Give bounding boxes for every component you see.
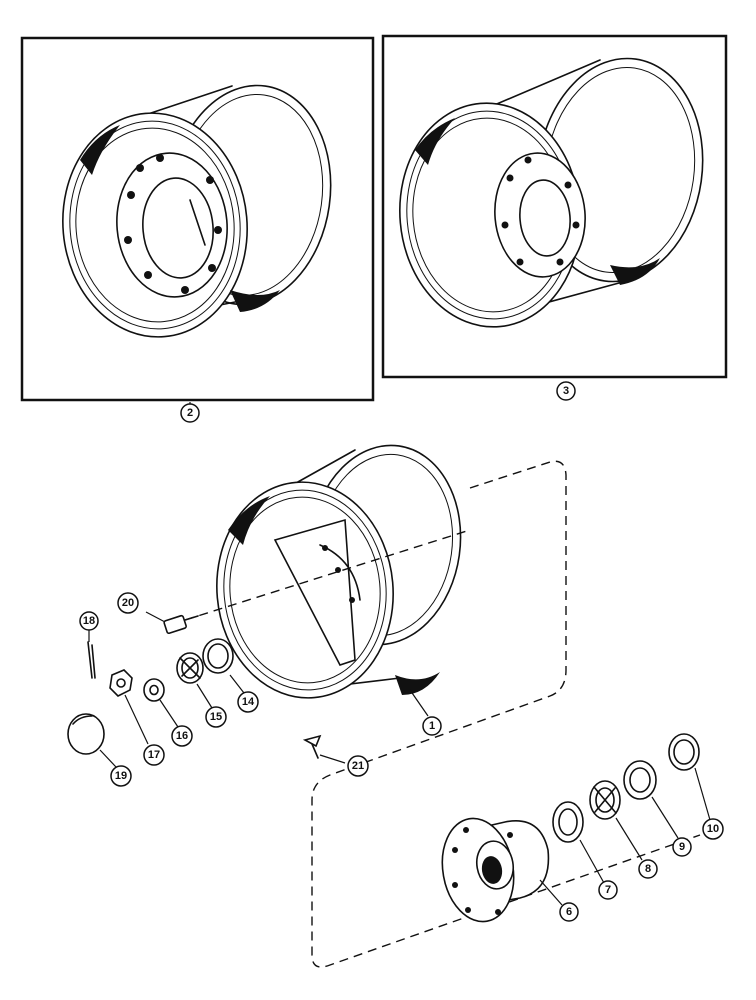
svg-text:2: 2	[187, 407, 193, 419]
svg-text:8: 8	[645, 863, 651, 875]
outer-bearing-cup-part	[202, 638, 234, 674]
callout-14: 14	[237, 691, 259, 713]
valve-stem-part	[302, 734, 322, 759]
callout-9: 9	[672, 837, 692, 857]
svg-text:3: 3	[563, 385, 569, 397]
svg-text:21: 21	[352, 760, 364, 772]
wheel-variant-3-panel	[381, 34, 728, 379]
assembly-dashed-line	[311, 460, 701, 968]
svg-text:9: 9	[679, 841, 685, 853]
callout-17: 17	[143, 744, 165, 766]
svg-text:1: 1	[429, 720, 435, 732]
callout-1: 1	[422, 716, 442, 736]
hex-nut-part	[109, 669, 133, 697]
svg-text:18: 18	[83, 615, 95, 627]
callout-16: 16	[171, 725, 193, 747]
inner-bearing-cone-part	[589, 780, 621, 820]
cotter-pin-part	[87, 641, 96, 679]
callout-3: 3	[556, 381, 576, 401]
callout-19: 19	[110, 765, 132, 787]
wheel-rim-3	[399, 57, 704, 328]
wheel-variant-2-panel	[20, 36, 375, 402]
wheel-rim-2	[62, 84, 332, 338]
callout-7: 7	[598, 880, 618, 900]
svg-text:7: 7	[605, 884, 611, 896]
inner-bearing-cup-part	[552, 801, 584, 843]
bolt-axis-dashed-line	[184, 529, 471, 621]
wheel-hub-part	[441, 817, 550, 923]
callout-6: 6	[559, 902, 579, 922]
svg-text:16: 16	[176, 730, 188, 742]
svg-text:19: 19	[115, 770, 127, 782]
callout-15: 15	[205, 706, 227, 728]
hub-cap-part	[67, 713, 105, 755]
dust-shield-part	[668, 733, 700, 771]
svg-text:6: 6	[566, 906, 572, 918]
svg-text:14: 14	[242, 696, 255, 708]
callout-8: 8	[638, 859, 658, 879]
svg-text:17: 17	[148, 749, 160, 761]
svg-text:10: 10	[707, 823, 719, 835]
callout-10: 10	[702, 818, 724, 840]
outer-bearing-cone-part	[176, 652, 204, 684]
svg-text:15: 15	[210, 711, 222, 723]
wheel-bolt-part	[163, 614, 199, 635]
callout-20: 20	[117, 592, 139, 614]
callout-2: 2	[180, 403, 200, 423]
callout-21: 21	[347, 755, 369, 777]
leader-lines	[88, 402, 711, 906]
svg-text:20: 20	[122, 597, 134, 609]
washer-part	[143, 678, 165, 702]
seal-part	[623, 760, 657, 800]
wheel-rim-1	[216, 444, 462, 699]
callout-18: 18	[79, 611, 99, 631]
